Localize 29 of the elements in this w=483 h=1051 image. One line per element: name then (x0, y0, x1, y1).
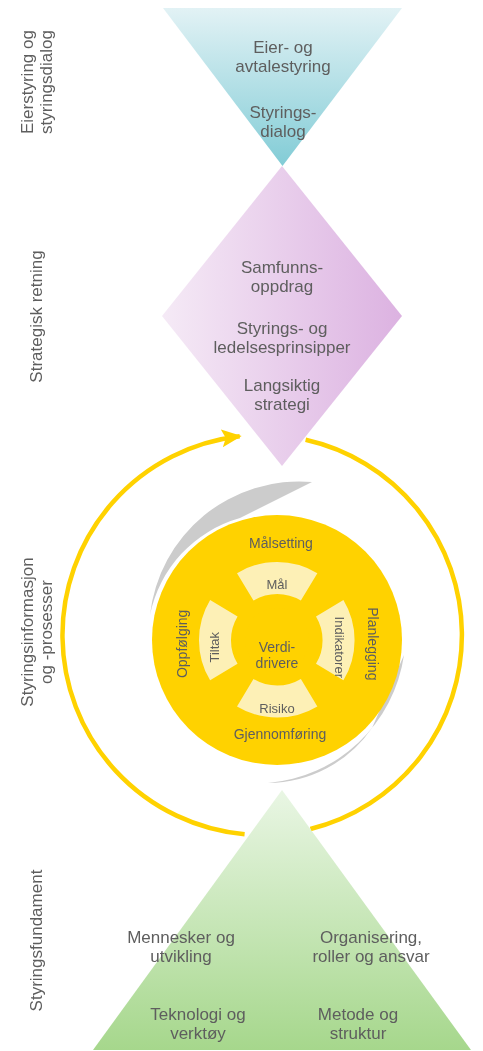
ring-segment (199, 599, 238, 681)
triangle (93, 790, 471, 1050)
ring-segment (236, 679, 318, 718)
node-text: Eier- og avtalestyring (234, 38, 332, 77)
node-text: Målsetting (248, 536, 314, 552)
side-label: Eierstyring og styringsdialog (17, 29, 57, 136)
node-text: Tiltak (207, 631, 223, 665)
node-text: Verdi- drivere (254, 640, 300, 672)
ring-segment (316, 599, 355, 681)
inverted-triangle (163, 8, 402, 166)
node-text: Langsiktig strategi (242, 376, 322, 415)
node-text: Mål (265, 578, 289, 593)
node-text: Styrings- dialog (248, 103, 318, 142)
side-label: Strategisk retning (27, 248, 47, 385)
side-label: Styringsinformasjon og -prosesser (17, 556, 57, 709)
node-text: Oppfølging (175, 608, 191, 681)
node-text: Samfunns- oppdrag (239, 258, 325, 297)
node-text: Styrings- og ledelsesprinsipper (212, 319, 352, 358)
side-label: Styringsfundament (27, 868, 47, 1013)
cycle-arrow (60, 430, 245, 837)
node-text: Planlegging (364, 606, 380, 683)
node-text: Metode og struktur (316, 1005, 400, 1044)
diamond (162, 166, 402, 466)
ring-segment (236, 562, 318, 601)
node-text: Indikatorer (331, 615, 347, 680)
circle (152, 515, 402, 765)
node-text: Teknologi og verktøy (149, 1005, 247, 1044)
node-text: Gjennomføring (232, 727, 328, 743)
node-text: Risiko (258, 702, 296, 717)
